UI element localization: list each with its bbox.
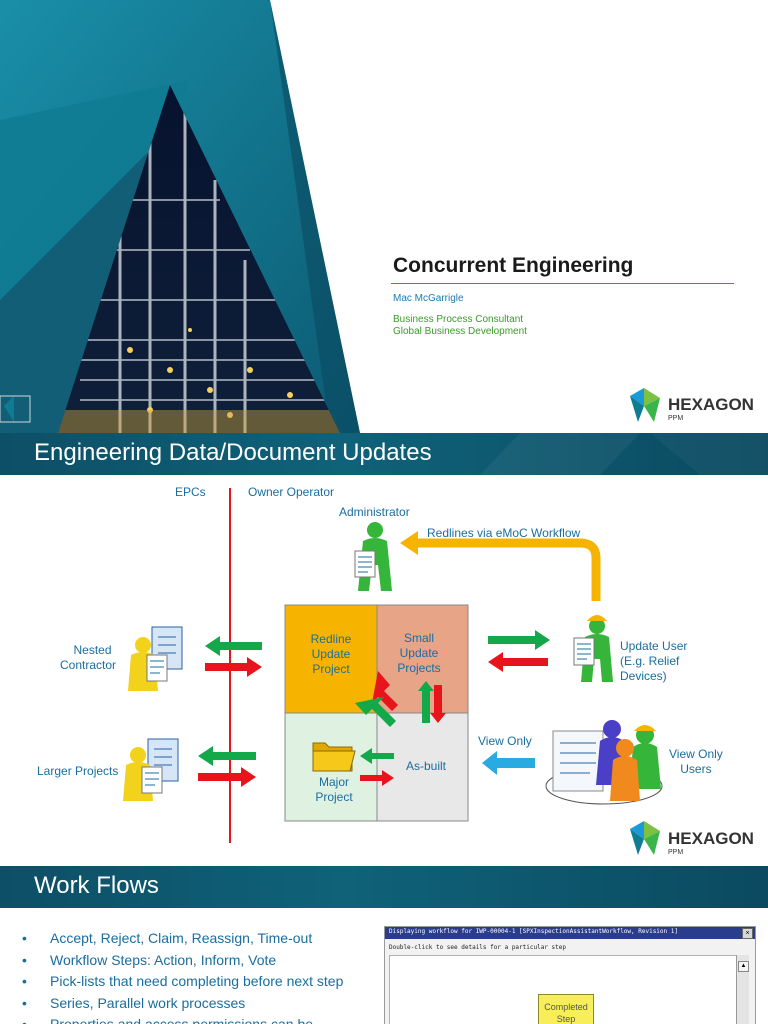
nested-contractor-line: Contractor xyxy=(60,658,117,672)
hexagon-logo-sub: PPM xyxy=(668,849,684,856)
update-user-person-icon xyxy=(573,615,613,682)
presentation-title: Concurrent Engineering xyxy=(393,254,634,277)
view-only-users-line: View Only xyxy=(669,747,723,761)
red-right-arrow-larger xyxy=(198,767,256,787)
scroll-up-icon: ▲ xyxy=(738,961,749,972)
bullet-item: Pick-lists that need completing before n… xyxy=(22,971,343,993)
view-only-users-line: Users xyxy=(680,762,712,776)
banner-texture xyxy=(480,433,768,475)
workflow-window-screenshot: Displaying workflow for IWP-00004-1 [SPX… xyxy=(384,926,756,1024)
engineering-updates-slide: Engineering Data/Document Updates xyxy=(0,433,768,866)
epcs-label: EPCs xyxy=(175,485,206,499)
larger-projects-icon xyxy=(123,738,179,801)
owner-operator-label: Owner Operator xyxy=(248,485,335,499)
internal-arrows xyxy=(355,671,446,786)
as-built-box xyxy=(376,712,469,822)
bullet-item: Properties and access permissions can be xyxy=(22,1014,343,1024)
redline-update-project-label: Redline Update Project xyxy=(285,632,377,677)
hexagon-logo: HEXAGON PPM xyxy=(628,821,758,857)
folder-icon xyxy=(312,742,356,772)
workflow-canvas: Completed Step xyxy=(389,955,737,1024)
box-label-line: Redline xyxy=(310,632,352,646)
update-user-line: Update User xyxy=(620,639,688,653)
presenter-role: Business Process Consultant Global Busin… xyxy=(393,314,527,338)
red-right-arrow-nested xyxy=(205,657,262,677)
title-underline xyxy=(391,283,734,284)
update-user-label: Update User (E.g. Relief Devices) xyxy=(620,639,687,684)
view-only-users-label: View Only Users xyxy=(669,747,723,777)
red-left-arrow-update xyxy=(488,652,548,672)
box-label-line: Projects xyxy=(397,661,441,675)
box-label-line: Update xyxy=(311,647,351,661)
presenter-role-line: Business Process Consultant xyxy=(393,314,524,325)
bullet-item: Accept, Reject, Claim, Reassign, Time-ou… xyxy=(22,928,343,950)
larger-projects-label: Larger Projects xyxy=(37,764,119,778)
nested-contractor-line: Nested xyxy=(73,643,112,657)
view-only-users-icon xyxy=(545,720,663,805)
hexagon-logo: HEXAGON PPM xyxy=(628,388,758,424)
update-user-line: (E.g. Relief xyxy=(620,654,680,668)
yellow-redline-arrow xyxy=(400,531,601,601)
hexagon-logo-icon xyxy=(630,821,660,855)
box-label-line: Project xyxy=(315,790,353,804)
box-label-line: Small xyxy=(403,631,434,645)
title-slide: Concurrent Engineering Mac McGarrigle Bu… xyxy=(0,0,768,433)
feature-bullet-list: Accept, Reject, Claim, Reassign, Time-ou… xyxy=(22,928,343,1024)
bullet-item: Workflow Steps: Action, Inform, Vote xyxy=(22,950,343,972)
hexagon-logo-text: HEXAGON xyxy=(668,395,754,414)
step-label-line: Step xyxy=(556,1014,576,1024)
workflow-diagram xyxy=(123,488,663,843)
step-label-line: Completed xyxy=(544,1002,588,1012)
slide-heading: Engineering Data/Document Updates xyxy=(34,439,432,466)
update-user-line: Devices) xyxy=(620,669,667,683)
box-label-line: Project xyxy=(312,662,350,676)
as-built-label: As-built xyxy=(405,759,446,773)
box-label-line: Major xyxy=(318,775,349,789)
close-icon: × xyxy=(742,928,753,939)
green-left-arrow-larger xyxy=(198,746,256,766)
slide-banner: Work Flows xyxy=(0,866,768,908)
slide-heading: Work Flows xyxy=(34,872,159,899)
major-project-label: Major Project xyxy=(290,775,378,805)
presenter-department-line: Global Business Development xyxy=(393,326,527,337)
nested-contractor-label: Nested Contractor xyxy=(60,643,116,673)
presenter-name: Mac McGarrigle xyxy=(393,293,464,304)
industrial-plant-graphic xyxy=(0,0,360,433)
view-only-label: View Only xyxy=(478,734,532,748)
window-title-bar: Displaying workflow for IWP-00004-1 [SPX… xyxy=(385,927,755,939)
bullet-item: Series, Parallel work processes xyxy=(22,993,343,1015)
work-flows-slide: Work Flows Accept, Reject, Claim, Reassi… xyxy=(0,866,768,1024)
hexagon-logo-sub: PPM xyxy=(668,415,684,422)
hexagon-logo-icon xyxy=(630,388,660,422)
small-update-projects-label: Small Update Projects xyxy=(377,631,461,676)
window-title: Displaying workflow for IWP-00004-1 [SPX… xyxy=(389,928,678,935)
vertical-scrollbar: ▲ xyxy=(736,955,749,1024)
redline-update-project-box xyxy=(284,604,378,714)
blue-view-only-arrow xyxy=(482,751,535,775)
slide-banner: Engineering Data/Document Updates xyxy=(0,433,768,475)
window-hint: Double-click to see details for a partic… xyxy=(389,944,567,951)
administrator-person-icon xyxy=(354,522,392,591)
hexagon-logo-text: HEXAGON xyxy=(668,829,754,848)
box-label-line: Update xyxy=(399,646,439,660)
green-right-arrow-update xyxy=(488,630,550,650)
completed-step-node: Completed Step xyxy=(538,994,594,1024)
administrator-label: Administrator xyxy=(339,505,410,519)
redlines-label: Redlines via eMoC Workflow xyxy=(427,526,581,540)
nested-contractor-icon xyxy=(128,626,183,691)
green-left-arrow-nested xyxy=(205,636,262,656)
